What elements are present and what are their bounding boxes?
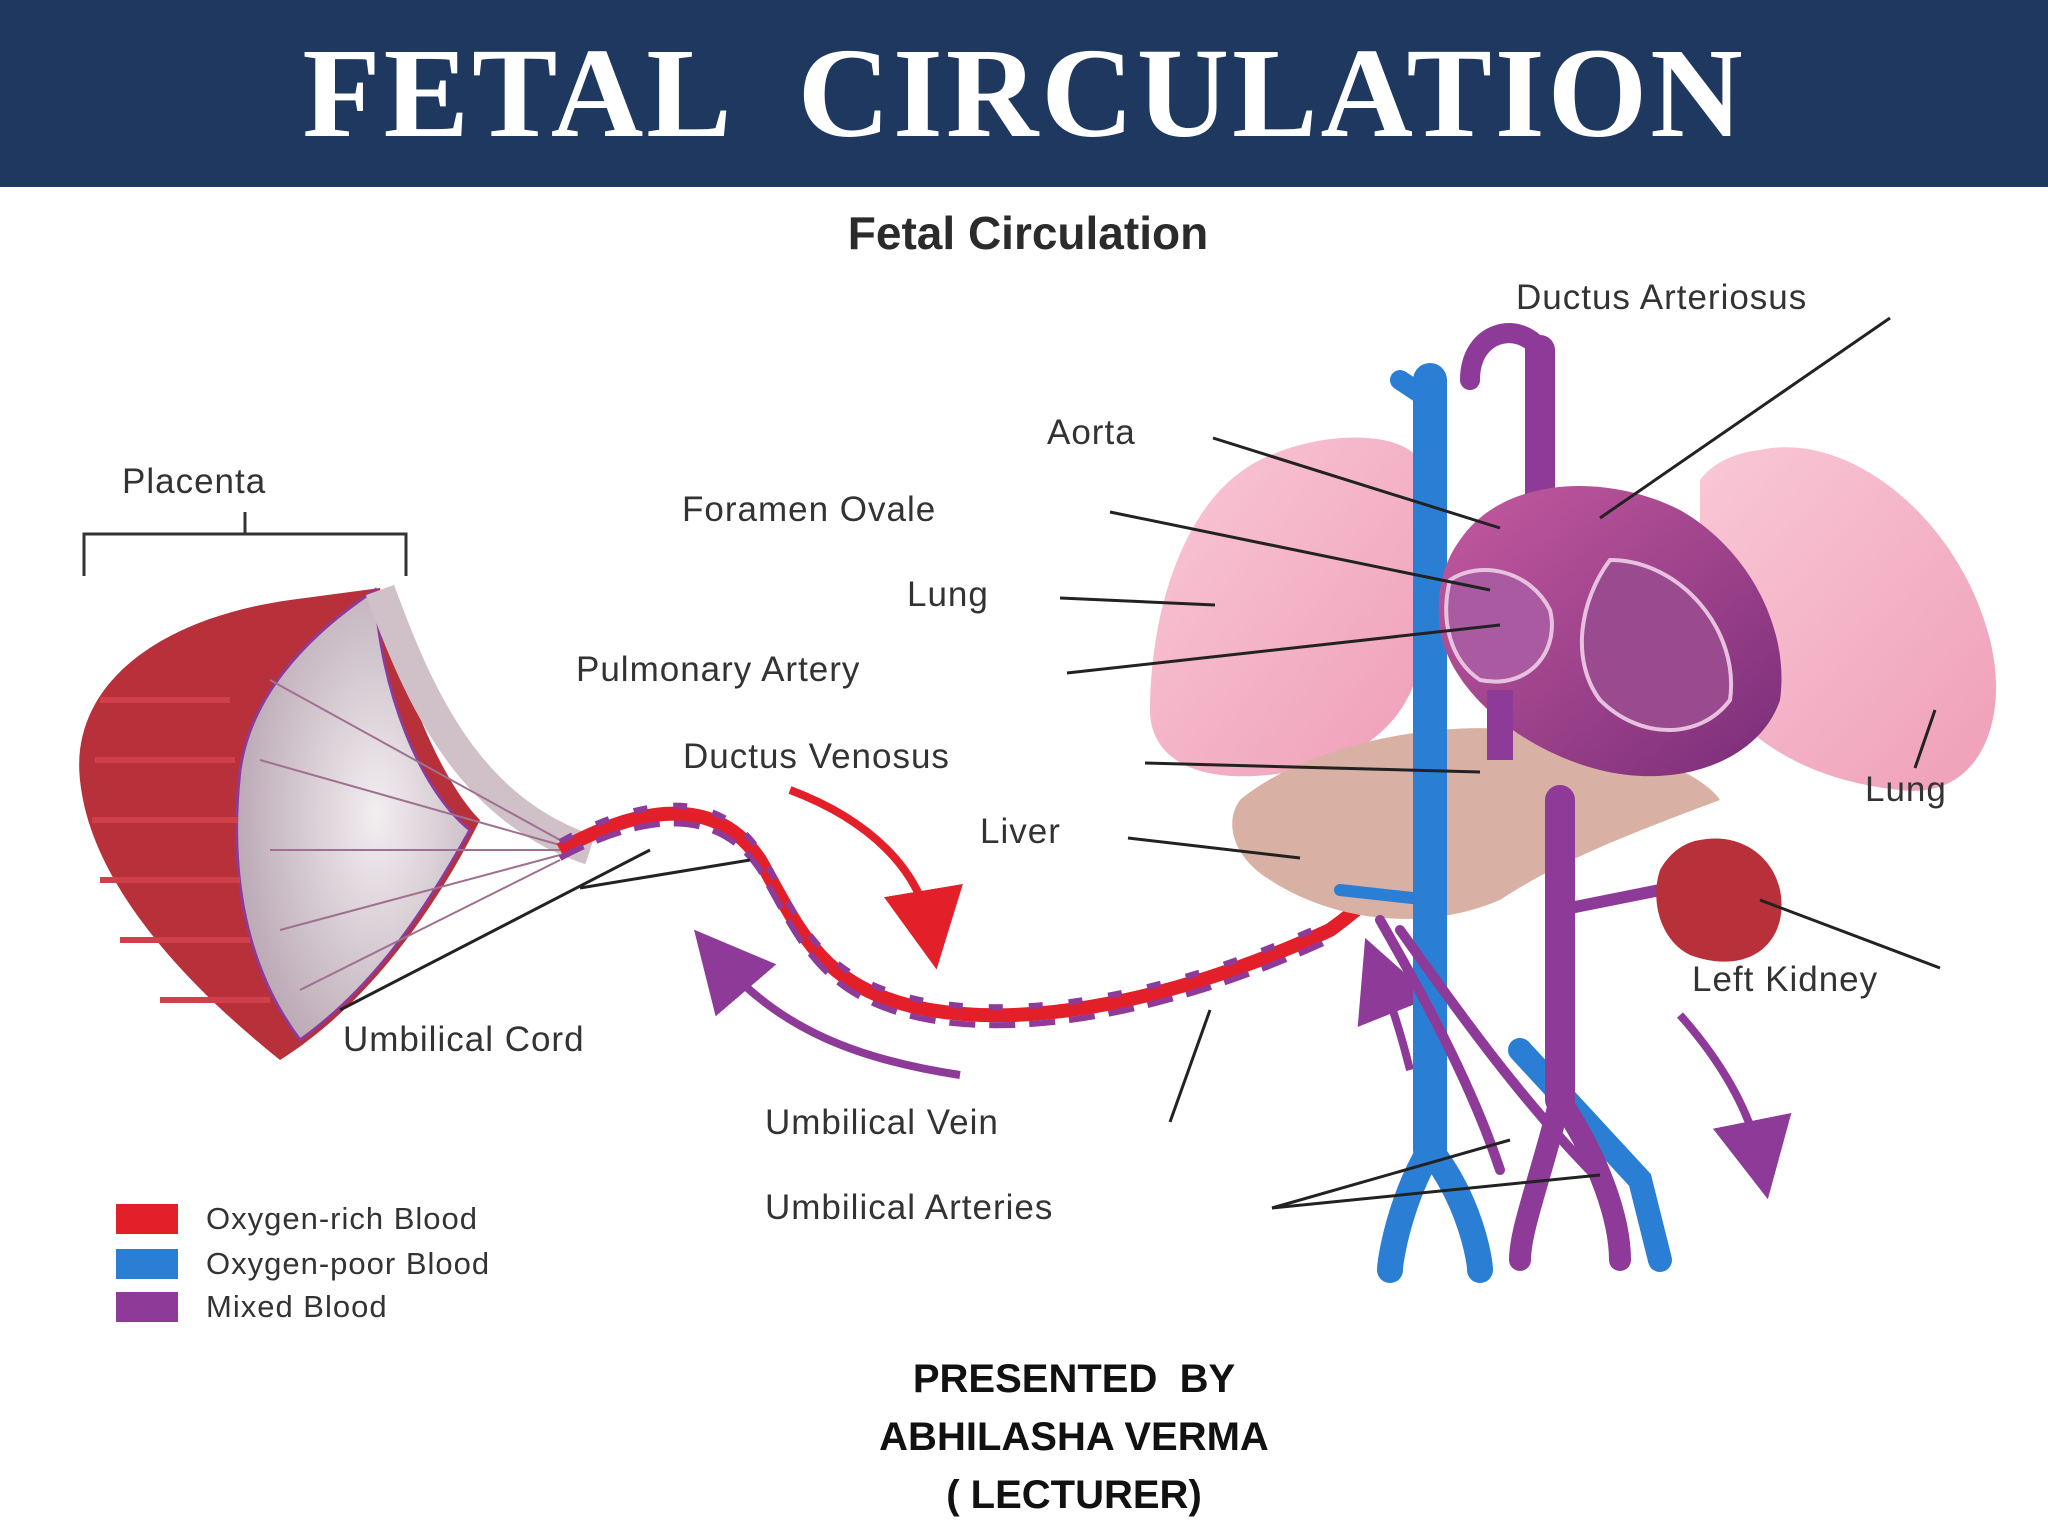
- left-lung: [1150, 437, 1420, 777]
- legend-item-oxygen-rich: Oxygen-rich Blood: [116, 1201, 478, 1237]
- heart: [1438, 486, 1782, 777]
- label-ductus-venosus: Ductus Venosus: [683, 737, 950, 776]
- presented-by-line: PRESENTED BY: [912, 1357, 1236, 1401]
- label-umbilical-arteries: Umbilical Arteries: [765, 1188, 1054, 1227]
- left-kidney: [1656, 838, 1782, 962]
- vena-cava: [1334, 363, 1672, 1283]
- placenta-bracket: [82, 512, 408, 576]
- presenter-role: ( LECTURER): [946, 1473, 1202, 1517]
- label-liver: Liver: [980, 812, 1061, 851]
- legend-label: Oxygen-rich Blood: [206, 1201, 479, 1236]
- leader-lines: [339, 316, 1941, 1210]
- title-bar: FETAL CIRCULATION: [0, 0, 2048, 187]
- label-left-kidney: Left Kidney: [1692, 960, 1879, 999]
- label-pulmonary-artery: Pulmonary Artery: [576, 650, 861, 689]
- presenter-name: ABHILASHA VERMA: [879, 1415, 1269, 1459]
- liver: [1232, 728, 1720, 919]
- legend-item-mixed: Mixed Blood: [116, 1289, 388, 1325]
- diagram-title: Fetal Circulation: [847, 207, 1209, 259]
- legend-label: Oxygen-poor Blood: [206, 1246, 491, 1281]
- placenta: [79, 584, 595, 1060]
- legend-swatch-oxygen-poor: [116, 1249, 178, 1279]
- label-umbilical-vein: Umbilical Vein: [765, 1103, 999, 1142]
- label-foramen-ovale: Foramen Ovale: [682, 490, 937, 529]
- slide-title: FETAL CIRCULATION: [302, 22, 1746, 164]
- legend-label: Mixed Blood: [206, 1289, 388, 1324]
- legend-swatch-mixed: [116, 1292, 178, 1322]
- label-lung-left: Lung: [907, 575, 989, 614]
- label-aorta: Aorta: [1047, 413, 1136, 452]
- legend-item-oxygen-poor: Oxygen-poor Blood: [116, 1246, 490, 1282]
- label-placenta: Placenta: [122, 462, 267, 501]
- presenter-credit: PRESENTED BY ABHILASHA VERMA ( LECTURER): [0, 1350, 2048, 1524]
- label-lung-right: Lung: [1865, 770, 1947, 809]
- label-umbilical-cord: Umbilical Cord: [343, 1020, 585, 1059]
- aorta-vessels: [1375, 323, 1666, 1271]
- label-ductus-arteriosus: Ductus Arteriosus: [1516, 278, 1808, 317]
- legend-swatch-oxygen-rich: [116, 1204, 178, 1234]
